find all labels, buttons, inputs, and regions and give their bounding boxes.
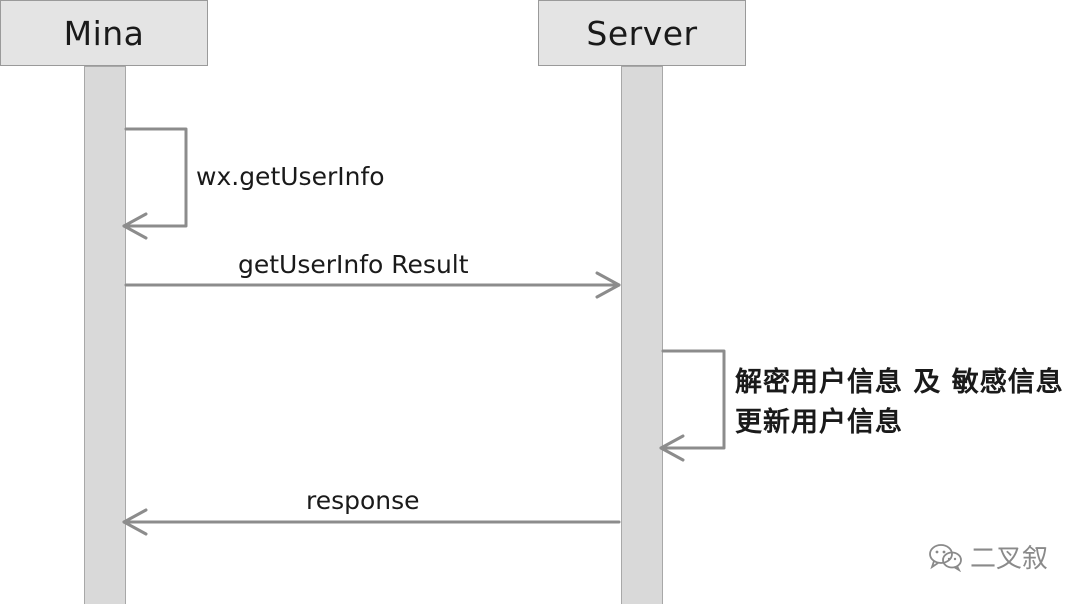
lifeline-mina	[84, 66, 126, 604]
watermark: 二叉叙	[928, 538, 1048, 575]
server-to-mina-arrowhead	[122, 508, 148, 536]
self-call-server-label-line2: 更新用户信息	[735, 407, 903, 438]
server-to-mina-label: response	[306, 486, 420, 515]
lifeline-server	[621, 66, 663, 604]
self-call-mina-label: wx.getUserInfo	[196, 162, 385, 191]
mina-to-server-arrowhead	[595, 271, 621, 299]
watermark-text: 二叉叙	[970, 544, 1049, 574]
actor-server-label: Server	[586, 13, 698, 53]
actor-server-box: Server	[538, 0, 746, 66]
self-call-server-arrowhead	[659, 434, 685, 462]
self-call-server-label-line1: 解密用户信息 及 敏感信息	[735, 367, 1064, 398]
self-call-server-arrow	[659, 349, 726, 450]
wechat-logo-icon	[929, 543, 962, 572]
self-call-mina-arrow	[122, 127, 188, 228]
actor-mina-label: Mina	[63, 13, 145, 53]
mina-to-server-label: getUserInfo Result	[238, 250, 469, 279]
self-call-mina-arrowhead	[122, 212, 148, 240]
actor-mina-box: Mina	[0, 0, 208, 66]
